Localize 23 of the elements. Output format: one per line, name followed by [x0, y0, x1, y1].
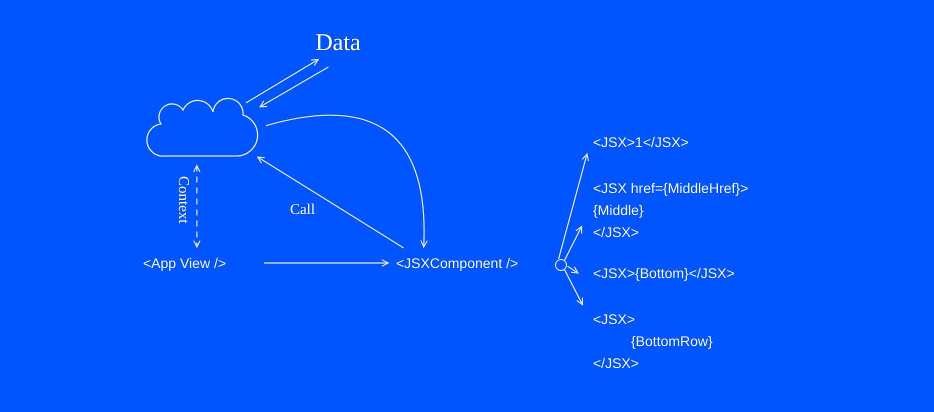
title-label: Data: [314, 29, 362, 58]
code-label: <JSXComponent />: [396, 254, 520, 273]
edge-label: Context: [175, 176, 190, 224]
arrow: [567, 266, 579, 274]
arrow: [257, 156, 404, 248]
code-label: </JSX>: [593, 223, 640, 242]
arrow: [246, 58, 319, 104]
code-label: <App View />: [143, 254, 228, 273]
code-label: </JSX>: [593, 354, 640, 373]
arrow: [564, 226, 582, 260]
code-label: {Middle}: [593, 201, 645, 220]
arrow: [259, 66, 329, 108]
code-label: <JSX>1</JSX>: [593, 133, 690, 152]
arrow: [266, 114, 428, 248]
code-label: <JSX>: [593, 310, 636, 329]
arrow: [264, 259, 389, 267]
arrow: [564, 270, 584, 306]
edge-label: Call: [290, 203, 315, 218]
arrow: [558, 153, 589, 260]
dashed-arrow: [193, 165, 201, 248]
code-label: <JSX href={MiddleHref}>: [593, 179, 750, 198]
code-label: <JSX>{Bottom}</JSX>: [593, 264, 736, 283]
code-label: {BottomRow}: [630, 332, 714, 351]
